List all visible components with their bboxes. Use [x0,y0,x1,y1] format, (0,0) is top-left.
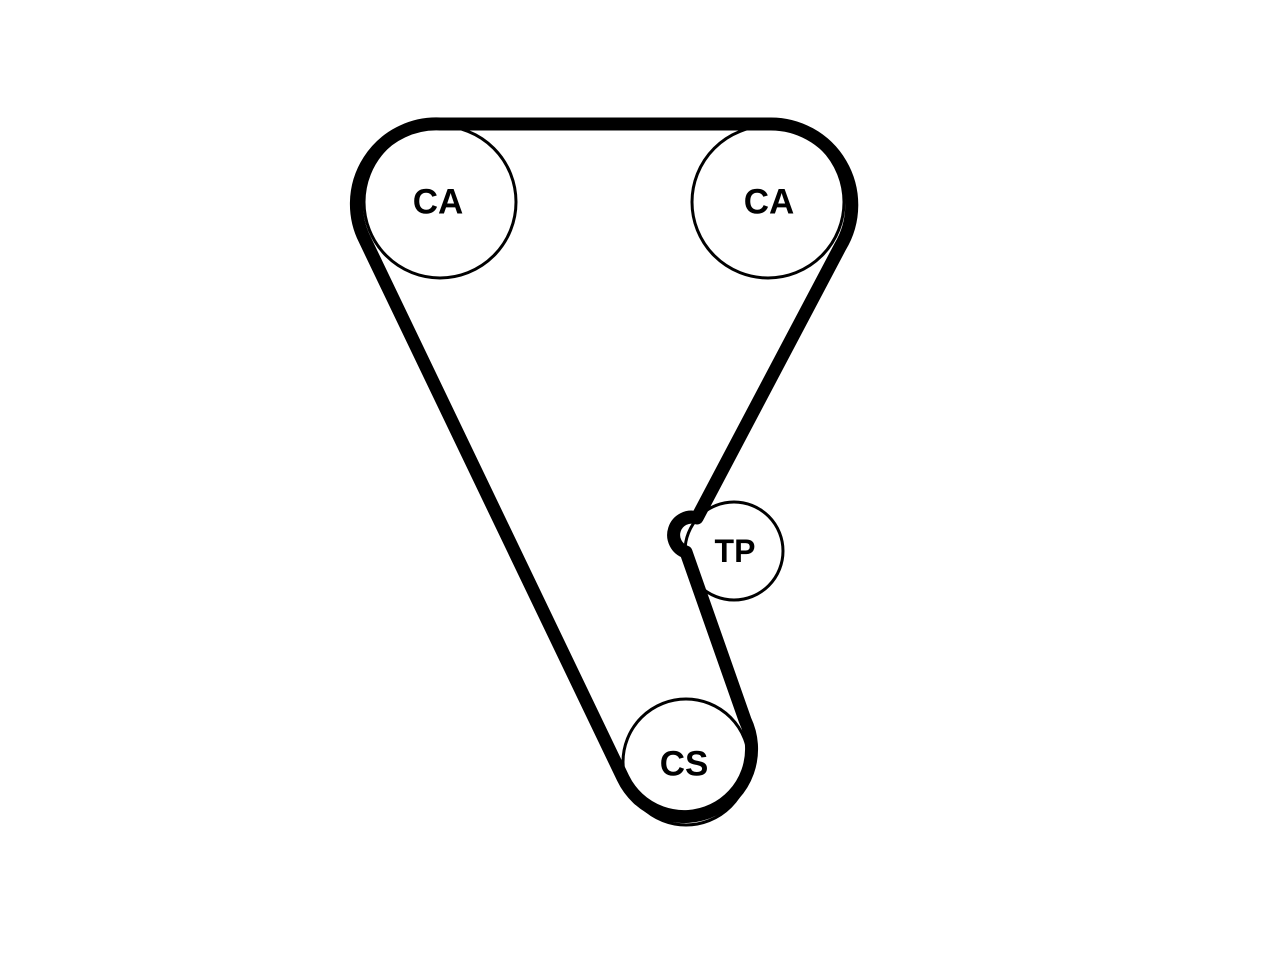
pulley-crankshaft-label: CS [660,745,709,784]
pulley-tensioner-label: TP [715,533,756,569]
pulley-camshaft-right-label: CA [744,183,795,222]
pulley-camshaft-left-label: CA [413,183,464,222]
timing-belt [349,117,859,824]
